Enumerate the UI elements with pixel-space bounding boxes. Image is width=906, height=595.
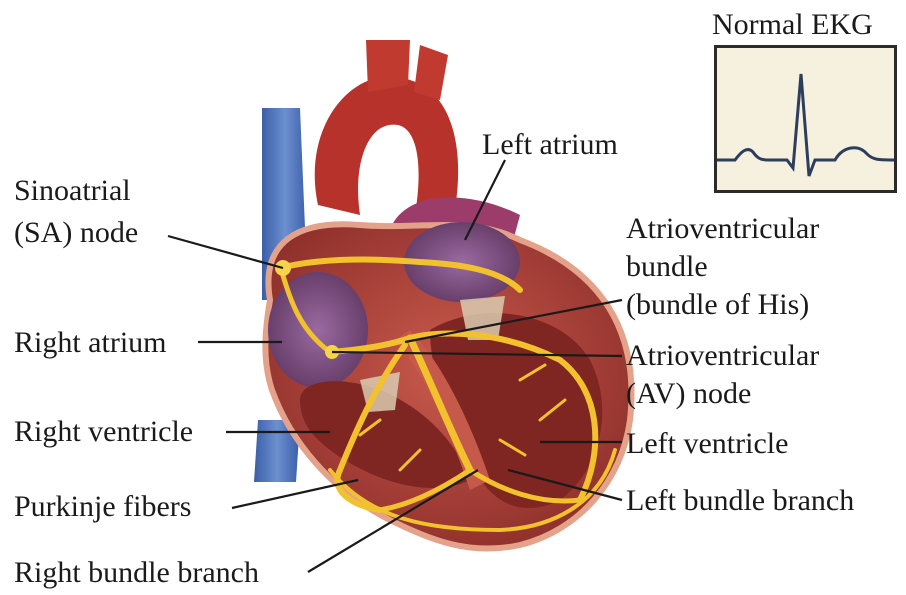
label-right-atrium: Right atrium — [14, 326, 167, 360]
label-av-node-line2: (AV) node — [626, 377, 751, 411]
label-right-bundle-branch: Right bundle branch — [14, 556, 259, 590]
label-sa-node-line1: Sinoatrial — [14, 174, 131, 208]
right-atrium-chamber — [268, 272, 368, 388]
label-left-atrium: Left atrium — [482, 128, 618, 162]
label-av-bundle-line2: bundle — [626, 250, 708, 284]
label-right-ventricle: Right ventricle — [14, 415, 193, 449]
ekg-title: Normal EKG — [712, 8, 873, 42]
label-av-node-line1: Atrioventricular — [626, 339, 819, 373]
label-av-bundle-line3: (bundle of His) — [626, 288, 809, 322]
label-av-bundle-line1: Atrioventricular — [626, 212, 819, 246]
label-left-bundle-branch: Left bundle branch — [626, 484, 854, 518]
label-purkinje-fibers: Purkinje fibers — [14, 490, 191, 524]
label-left-ventricle: Left ventricle — [626, 427, 788, 461]
label-sa-node-line2: (SA) node — [14, 216, 138, 250]
ekg-panel — [714, 45, 897, 193]
ekg-trace — [717, 48, 894, 190]
